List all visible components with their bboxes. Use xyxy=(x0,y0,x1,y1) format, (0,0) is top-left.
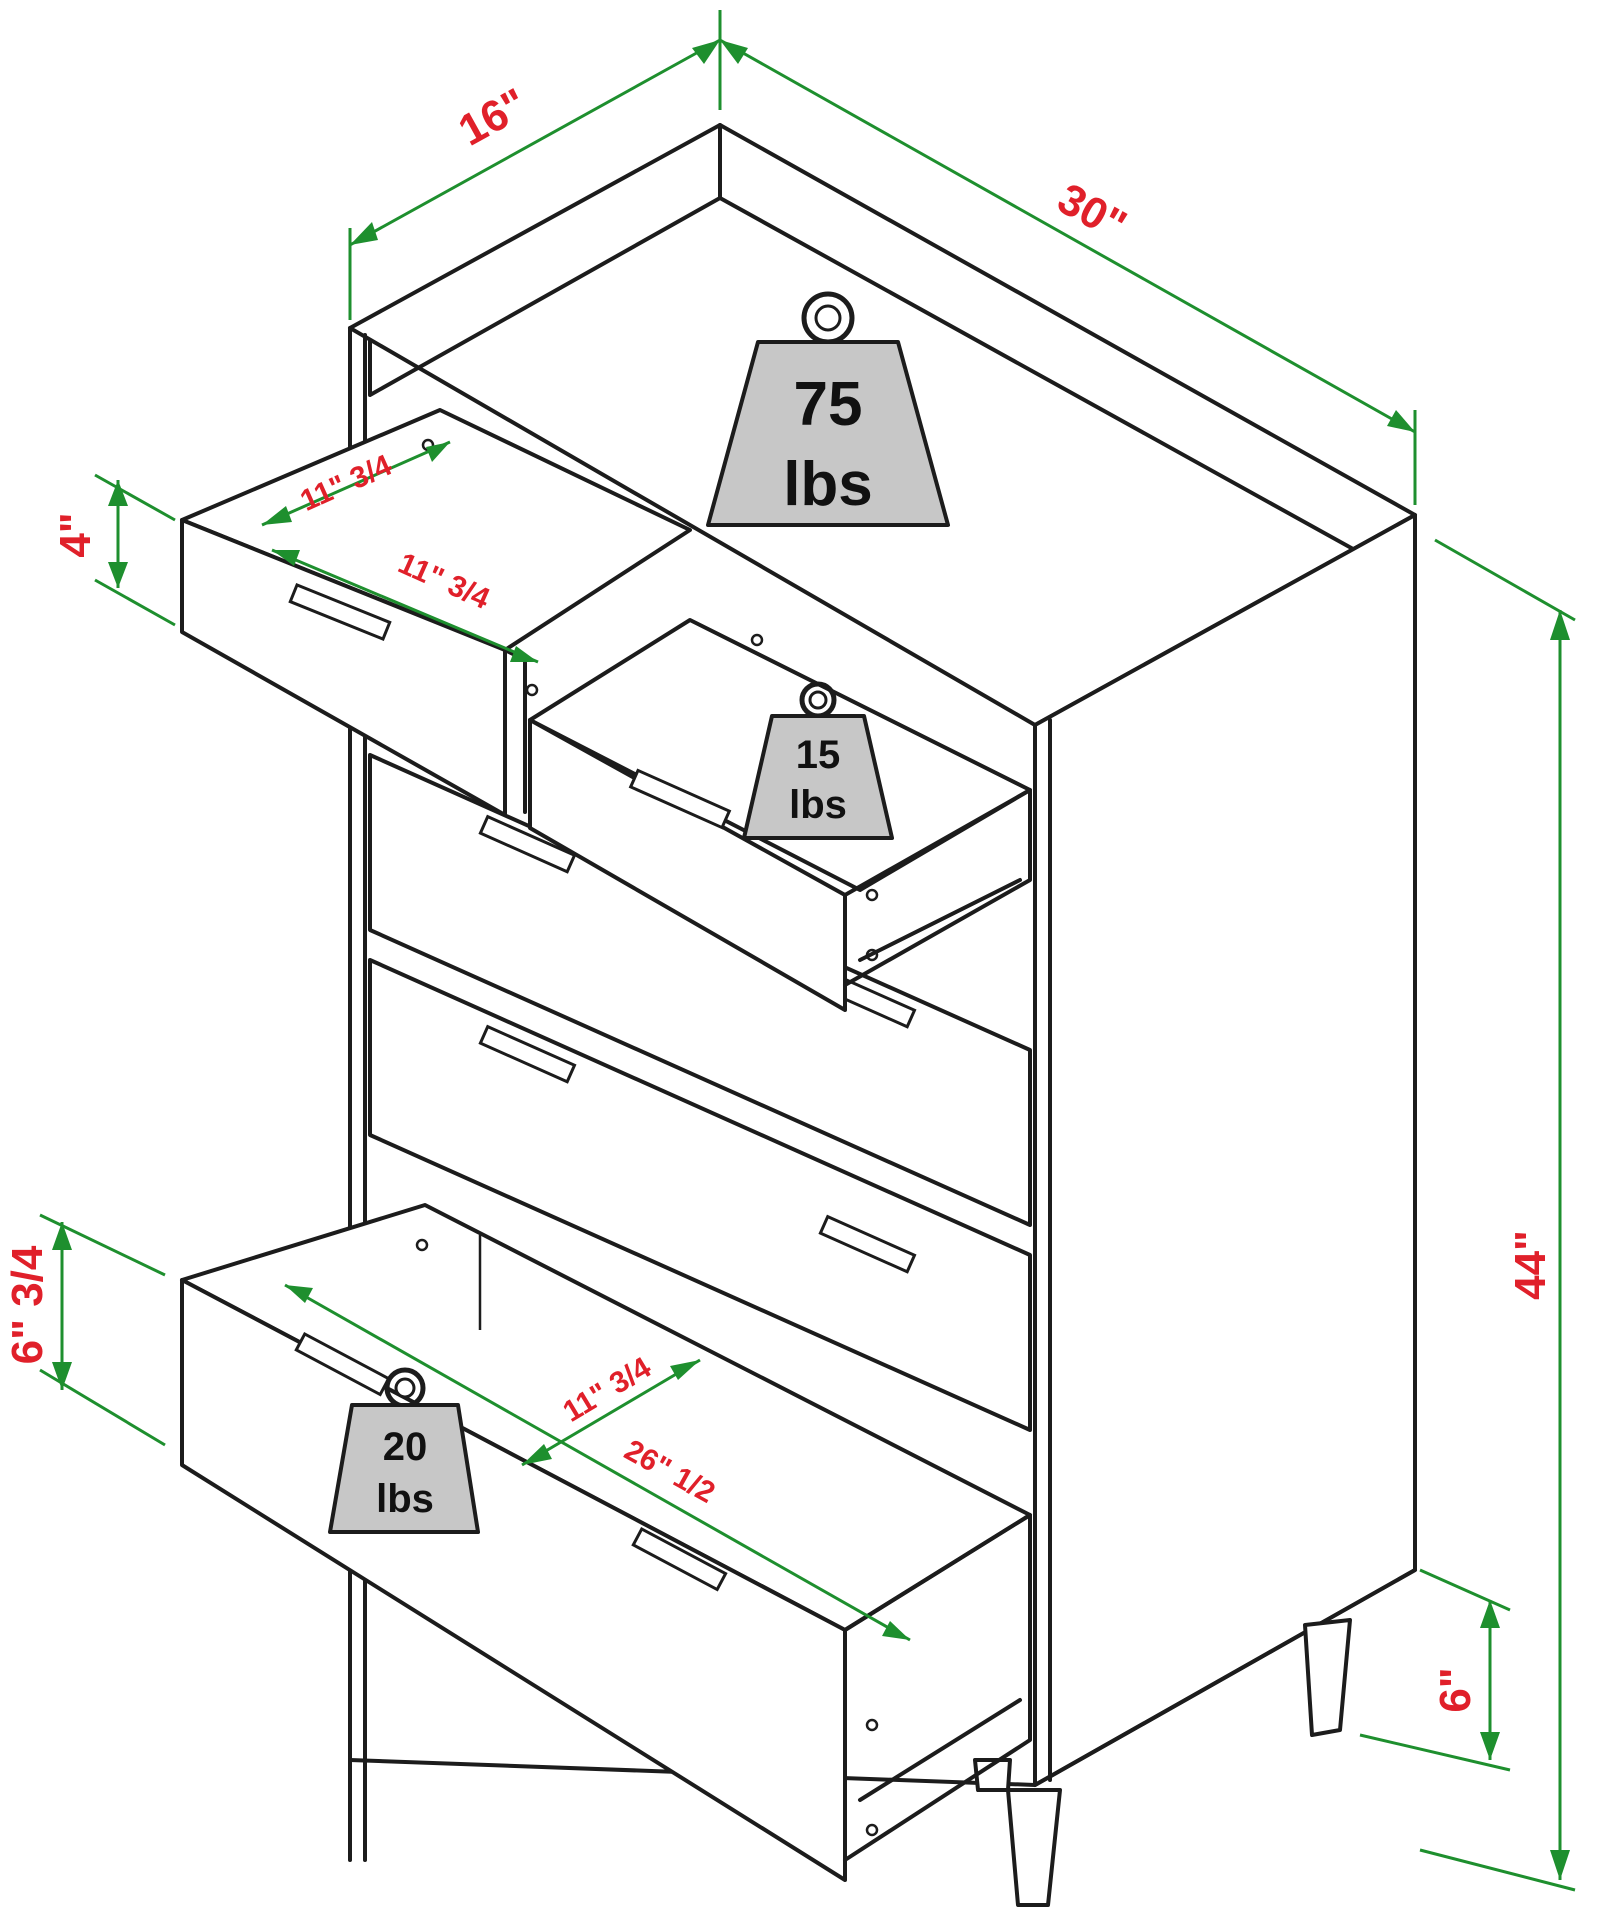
drawer-screw xyxy=(750,633,764,647)
large-drawer-depth-line xyxy=(521,1358,701,1467)
drawer-handle xyxy=(818,1214,917,1274)
drawer-handle xyxy=(628,768,732,830)
top-weight-icon: 75 lbs xyxy=(706,291,950,527)
small-drawer-left-open xyxy=(180,408,692,817)
drawer-middle-2 xyxy=(368,958,1032,1432)
large-drawer-height-label: 6" 3/4 xyxy=(3,1245,52,1364)
top-weight-value: 75 xyxy=(794,370,863,439)
leg-front xyxy=(1006,1788,1062,1907)
width-label: 30" xyxy=(1050,174,1135,251)
leg-right xyxy=(1303,1618,1352,1737)
drawer-handle xyxy=(478,1024,577,1084)
drawer-front xyxy=(180,518,507,817)
small-drawer-height-label: 4" xyxy=(51,512,100,557)
large-drawer-weight-unit: lbs xyxy=(376,1477,434,1521)
top-back-rim xyxy=(368,196,1402,577)
drawer-handle xyxy=(478,814,577,874)
right-side-panel xyxy=(1033,513,1417,1787)
weight-75-lbs xyxy=(706,340,950,527)
leg-height-label: 6" xyxy=(1431,1667,1480,1712)
drawer-handle xyxy=(294,1331,391,1397)
drawer-handle xyxy=(288,582,392,642)
drawer-front xyxy=(528,718,847,1012)
drawer-handle xyxy=(631,1526,728,1592)
small-drawer-width-line xyxy=(261,440,451,527)
weight-20-lbs xyxy=(328,1403,480,1534)
small-drawer-weight-unit: lbs xyxy=(789,783,847,827)
drawer-screw xyxy=(415,1238,429,1252)
small-drawer-weight-value: 15 xyxy=(796,733,841,777)
large-drawer-weight-icon: 20 lbs xyxy=(328,1367,480,1534)
top-weight-unit: lbs xyxy=(783,450,873,519)
small-drawer-depth-line xyxy=(271,548,539,664)
large-drawer-width-line xyxy=(284,1283,911,1642)
depth-dimension-line xyxy=(349,38,721,247)
height-label: 44" xyxy=(1506,1230,1555,1300)
small-drawer-weight-icon: 15 lbs xyxy=(742,681,894,840)
large-drawer-weight-value: 20 xyxy=(383,1425,428,1469)
width-dimension-line xyxy=(719,38,1416,434)
weight-15-lbs xyxy=(742,714,894,840)
depth-label: 16" xyxy=(451,79,536,156)
closed-drawers xyxy=(368,753,1032,1432)
dimension-lines xyxy=(39,10,1576,1892)
